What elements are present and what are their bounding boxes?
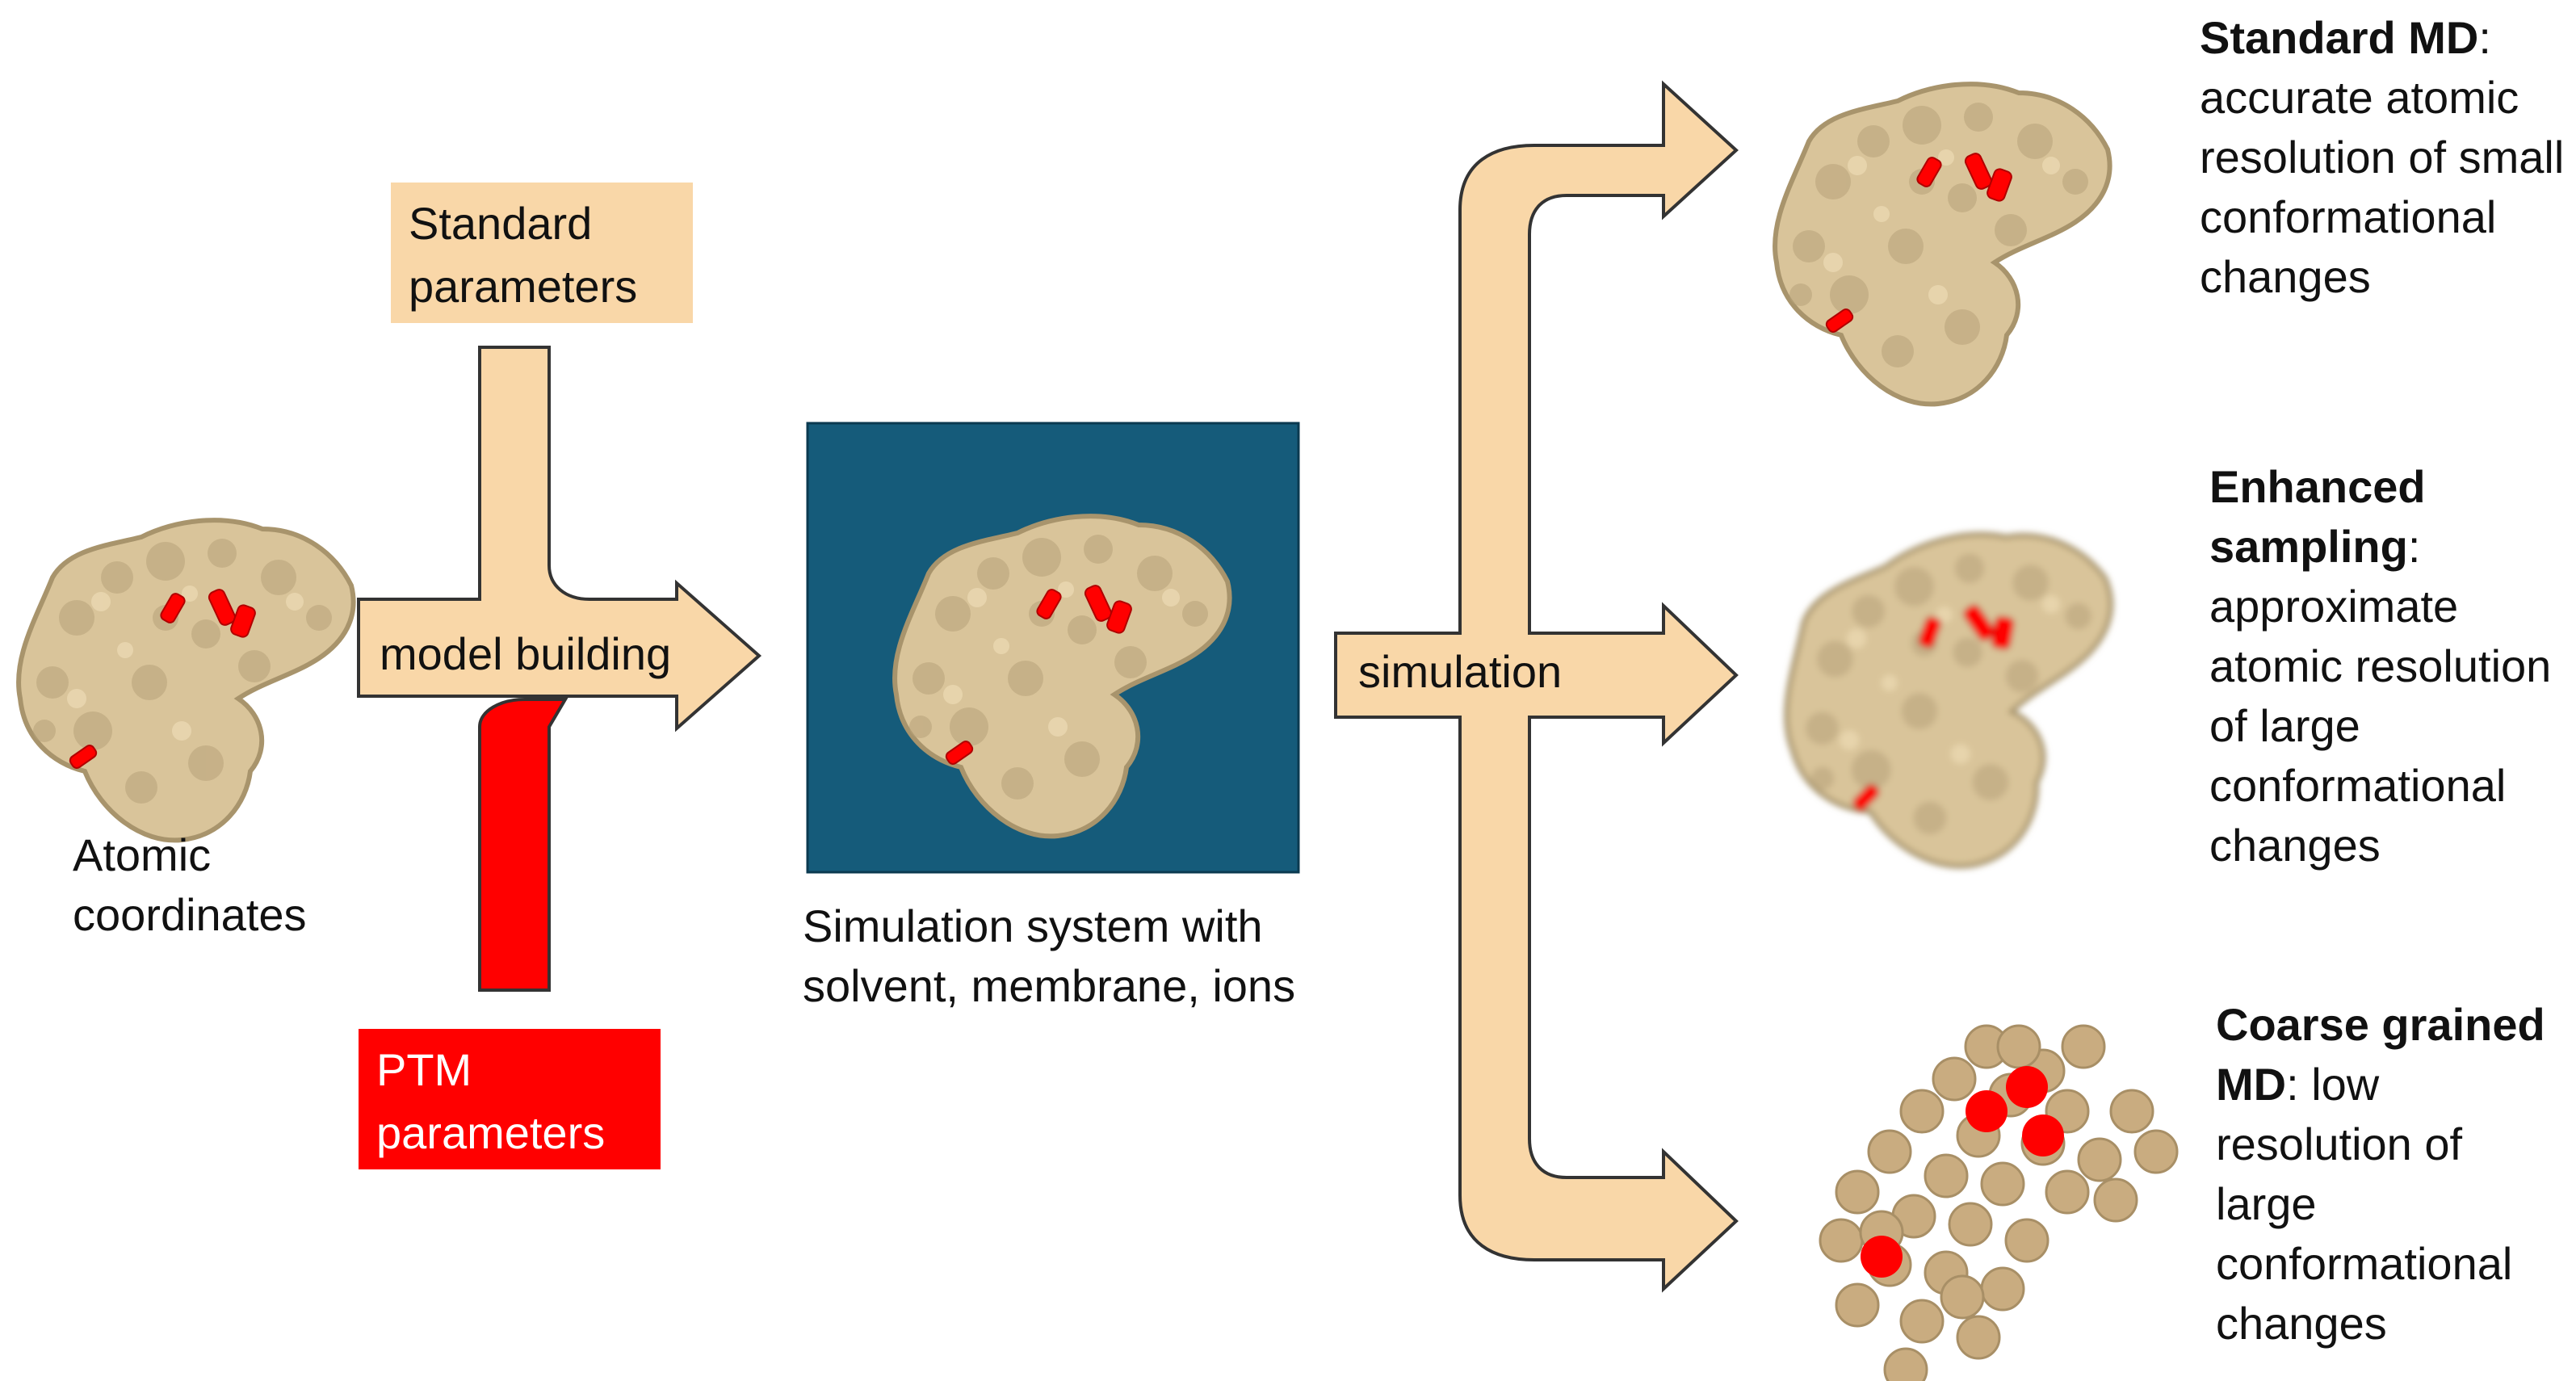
atomic-coordinates-label: Atomic coordinates [73,829,307,940]
cg-bead-ptm [2006,1066,2048,1108]
cg-bead [1940,1274,1985,1320]
model-building-arrow [357,346,762,732]
cg-bead [1899,1089,1945,1134]
cg-bead [1867,1129,1912,1174]
cg-bead [1819,1218,1864,1263]
cg-bead [1980,1266,2025,1312]
cg-bead [1956,1315,2001,1360]
simulation-label: simulation [1358,646,1563,697]
cg-bead [1932,1056,1977,1102]
cg-bead-ptm [1966,1090,2008,1132]
cg-bead [2077,1137,2122,1182]
output-description: : low resolution of large conformational… [2216,1059,2513,1349]
standard-parameters-box [391,183,693,323]
cg-bead [1980,1161,2025,1207]
simulation-arrow [1334,80,1739,1293]
output-coarse-grained-md: Coarse grained MD: low resolution of lar… [2216,995,2571,1354]
cg-bead [1899,1299,1945,1344]
cg-bead [2109,1089,2154,1134]
cg-bead [2004,1218,2049,1263]
output-description: : accurate atomic resolution of small co… [2200,12,2565,302]
cg-bead [2061,1024,2106,1069]
cg-bead [2093,1177,2138,1223]
ptm-stem [478,698,568,992]
cg-bead [2045,1169,2090,1215]
output-title: Standard MD [2200,12,2479,63]
cg-bead [1883,1347,1928,1381]
output-standard-md: Standard MD: accurate atomic resolution … [2200,8,2571,307]
ptm-parameters-label: PTM parameters [376,1044,606,1158]
protein-surface-blurred-icon [1760,512,2153,893]
cg-bead [1835,1169,1880,1215]
input-protein-icon [19,520,354,840]
cg-bead [1996,1024,2041,1069]
protein-surface-icon [1775,84,2110,404]
ptm-parameters-box [359,1029,661,1169]
cg-bead [1948,1202,1993,1247]
cg-bead [1924,1153,1969,1198]
model-building-label: model building [380,628,672,679]
cg-bead [2133,1129,2179,1174]
standard-parameters-label: Standard parameters [409,198,638,312]
output-description: : approximate atomic resolution of large… [2209,521,2552,871]
cg-bead [1835,1282,1880,1328]
output-title: Coarse grained MD [2216,999,2545,1110]
simulation-system-caption: Simulation system with solvent, membrane… [803,900,1296,1011]
cg-bead-ptm [2022,1114,2064,1156]
output-title: Enhanced sampling [2209,461,2426,572]
cg-bead-ptm [1861,1236,1903,1278]
coarse-grained-beads-icon [1819,1024,2179,1381]
output-enhanced-sampling: Enhanced sampling: approximate atomic re… [2209,457,2573,875]
